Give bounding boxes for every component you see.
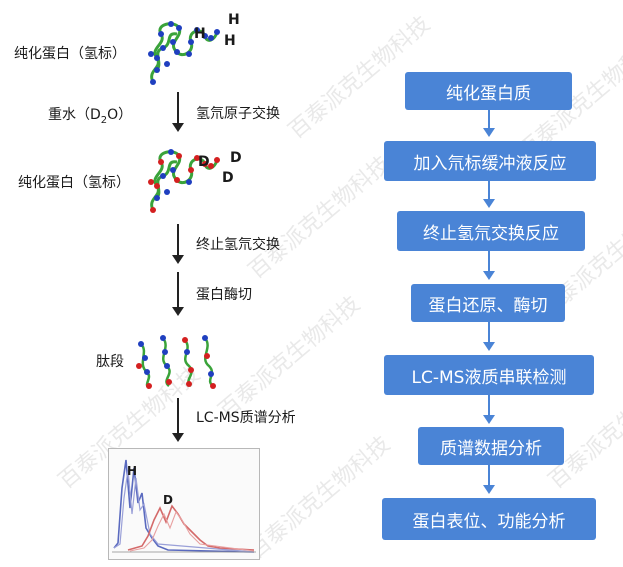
heavy-water-label: 重水（D2O）: [48, 104, 132, 126]
flow-arrow: [483, 181, 495, 208]
h-mark: H: [224, 33, 236, 49]
flow-step-7: 蛋白表位、功能分析: [382, 498, 596, 540]
mass-spectrum-plot: [112, 459, 256, 553]
protein-h-illustration: [148, 21, 220, 85]
d-mark: D: [222, 170, 234, 186]
protein-d-label: 纯化蛋白（氢标）: [18, 175, 130, 191]
ms-analysis-label: LC-MS质谱分析: [196, 410, 296, 426]
d-mark: D: [230, 150, 242, 166]
step-arrow: [172, 92, 184, 132]
protein-d-illustration: [148, 149, 220, 213]
watermark: 百泰派克生物科技: [214, 291, 366, 425]
peptides-illustration: [136, 335, 216, 390]
h-mark: H: [228, 12, 240, 28]
heavy-water-subscript: 2: [100, 114, 108, 126]
stop-exchange-label: 终止氢氘交换: [196, 237, 280, 253]
h-mark: H: [194, 26, 206, 42]
heavy-water-text: 重水（D: [48, 107, 101, 123]
spectrum-d-label: D: [163, 493, 173, 507]
step-arrow: [172, 272, 184, 316]
exchange-label: 氢氘原子交换: [196, 106, 280, 122]
flow-arrow: [483, 322, 495, 351]
flow-step-3: 终止氢氘交换反应: [397, 211, 585, 251]
watermark: 百泰派克生物科技: [244, 431, 396, 565]
flow-arrow: [483, 110, 495, 137]
watermark: 百泰派克生物科技: [244, 151, 396, 285]
flow-arrow: [483, 465, 495, 494]
digest-label: 蛋白酶切: [196, 287, 252, 303]
flow-step-4: 蛋白还原、酶切: [411, 284, 565, 322]
flow-step-5: LC-MS液质串联检测: [384, 355, 594, 395]
flow-arrow: [483, 251, 495, 280]
flow-step-1: 纯化蛋白质: [405, 72, 572, 110]
protein-h-label: 纯化蛋白（氢标）: [14, 46, 126, 62]
spectrum-h-label: H: [127, 464, 138, 478]
step-arrow: [172, 398, 184, 442]
step-arrow: [172, 224, 184, 264]
flow-arrow: [483, 395, 495, 424]
heavy-water-tail: O）: [107, 107, 133, 123]
peptide-label: 肽段: [96, 354, 124, 370]
flow-step-6: 质谱数据分析: [418, 427, 564, 465]
d-mark: D: [198, 154, 210, 170]
flow-step-2: 加入氘标缓冲液反应: [384, 141, 596, 181]
